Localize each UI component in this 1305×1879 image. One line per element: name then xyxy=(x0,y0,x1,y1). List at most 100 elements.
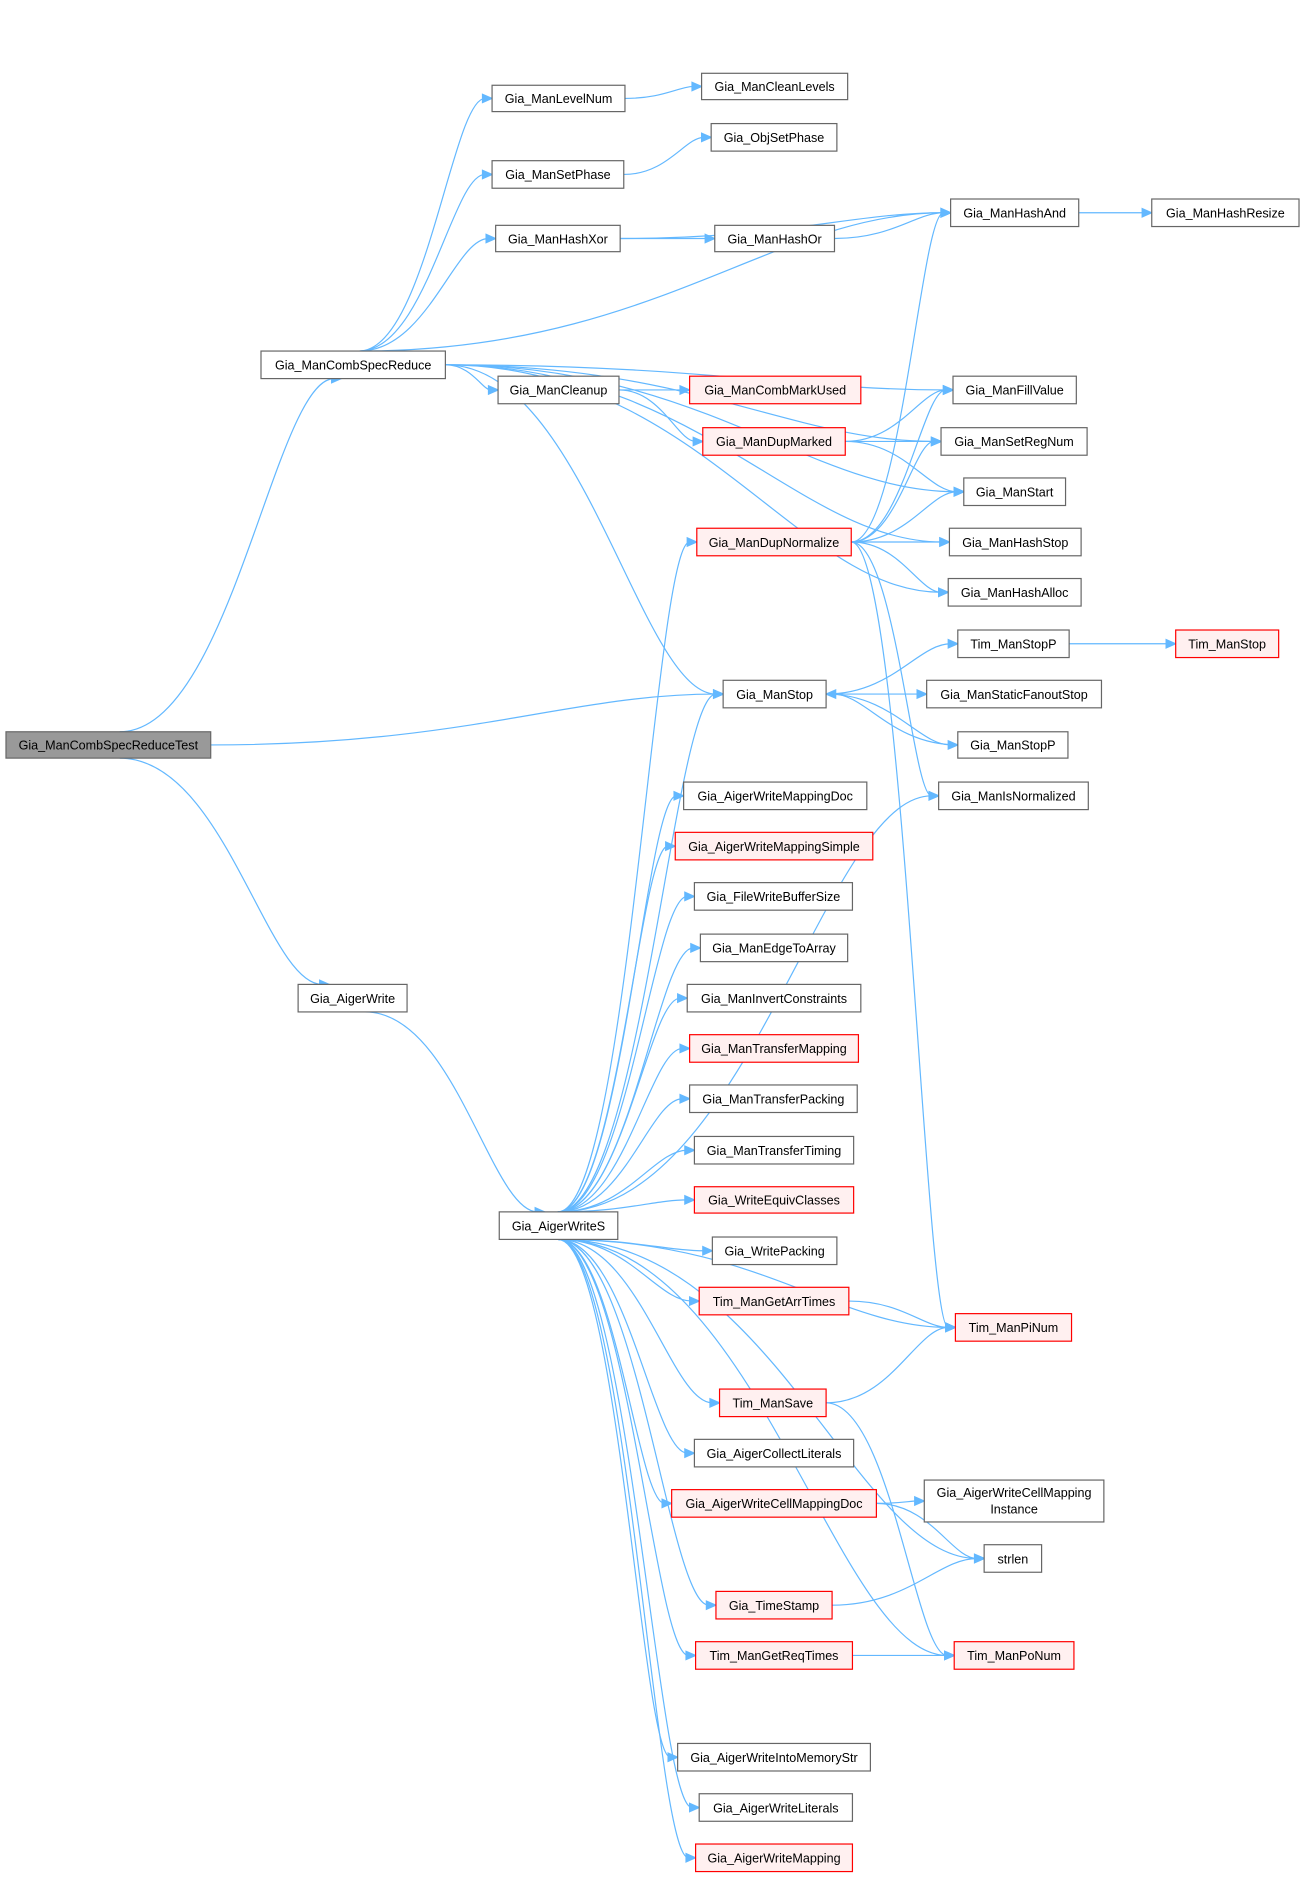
node-aigerwrite[interactable]: Gia_AigerWrite xyxy=(297,983,408,1013)
node-isnormalized[interactable]: Gia_ManIsNormalized xyxy=(938,781,1089,811)
node-wmappingsimple[interactable]: Gia_AigerWriteMappingSimple xyxy=(674,831,874,861)
node-aigerwrites[interactable]: Gia_AigerWriteS xyxy=(498,1211,619,1241)
node-label: Gia_ManDupMarked xyxy=(716,435,832,449)
node-csr[interactable]: Gia_ManCombSpecReduce xyxy=(260,350,446,380)
node-label: Gia_AigerWriteCellMapping xyxy=(937,1486,1092,1500)
call-edge xyxy=(359,173,485,352)
node-label-line2: Instance xyxy=(990,1503,1038,1517)
node-box xyxy=(695,1843,854,1873)
node-dupnormalize[interactable]: Gia_ManDupNormalize xyxy=(696,527,852,557)
node-writepacking[interactable]: Gia_WritePacking xyxy=(711,1236,838,1266)
node-objsetphase[interactable]: Gia_ObjSetPhase xyxy=(710,122,838,152)
node-edgetoarray[interactable]: Gia_ManEdgeToArray xyxy=(699,933,849,963)
node-getreqtimes[interactable]: Tim_ManGetReqTimes xyxy=(695,1641,854,1670)
node-start[interactable]: Gia_ManStart xyxy=(963,477,1067,507)
call-edge xyxy=(557,1238,671,1758)
arrow-head-icon xyxy=(1165,638,1178,649)
arrow-head-icon xyxy=(939,536,951,548)
node-label: Gia_ManLevelNum xyxy=(505,92,613,106)
node-box xyxy=(953,1641,1075,1670)
arrow-head-icon xyxy=(665,841,677,852)
node-box xyxy=(957,731,1069,759)
node-hashand[interactable]: Gia_ManHashAnd xyxy=(950,198,1080,228)
call-edge xyxy=(557,1238,949,1329)
node-timstop[interactable]: Tim_ManStop xyxy=(1175,629,1280,659)
node-box xyxy=(954,1313,1073,1342)
node-label: Gia_ManHashResize xyxy=(1166,207,1285,221)
node-box xyxy=(699,933,849,963)
node-hashalloc[interactable]: Gia_ManHashAlloc xyxy=(947,577,1082,607)
node-cleanlevels[interactable]: Gia_ManCleanLevels xyxy=(700,72,849,101)
node-box xyxy=(700,72,849,101)
node-box xyxy=(689,375,862,405)
node-writemapping[interactable]: Gia_AigerWriteMapping xyxy=(695,1843,854,1873)
node-timstopp[interactable]: Tim_ManStopP xyxy=(957,629,1070,659)
call-edge xyxy=(557,1238,713,1404)
node-cellmappingdoc[interactable]: Gia_AigerWriteCellMappingDoc xyxy=(671,1489,877,1518)
node-dupmarked[interactable]: Gia_ManDupMarked xyxy=(702,427,846,456)
node-label: Gia_AigerWriteCellMappingDoc xyxy=(685,1497,862,1511)
node-pinum[interactable]: Tim_ManPiNum xyxy=(954,1313,1073,1342)
node-getarrtimes[interactable]: Tim_ManGetArrTimes xyxy=(698,1286,850,1316)
node-collectlits[interactable]: Gia_AigerCollectLiterals xyxy=(693,1438,855,1468)
node-label: Tim_ManSave xyxy=(733,1397,814,1411)
node-hashstop[interactable]: Gia_ManHashStop xyxy=(948,527,1082,557)
node-writeequiv[interactable]: Gia_WriteEquivClasses xyxy=(693,1186,855,1214)
arrow-head-icon xyxy=(702,1245,714,1256)
node-label: Gia_ManHashXor xyxy=(508,232,608,246)
arrow-head-icon xyxy=(914,1495,926,1507)
arrow-head-icon xyxy=(481,93,494,104)
node-label: Gia_ObjSetPhase xyxy=(724,131,825,145)
node-manstop[interactable]: Gia_ManStop xyxy=(722,679,827,709)
node-label: Gia_ManCombSpecReduceTest xyxy=(19,739,199,753)
call-edge xyxy=(845,440,957,493)
node-label: Gia_ManHashOr xyxy=(727,232,821,246)
call-edge xyxy=(557,1238,665,1505)
node-box xyxy=(710,122,838,152)
node-hashresize[interactable]: Gia_ManHashResize xyxy=(1151,198,1300,228)
node-strlen[interactable]: strlen xyxy=(983,1544,1043,1573)
node-levelnum[interactable]: Gia_ManLevelNum xyxy=(491,84,626,113)
arrow-head-icon xyxy=(684,1145,696,1156)
node-hashxor[interactable]: Gia_ManHashXor xyxy=(495,224,621,253)
node-hashor[interactable]: Gia_ManHashOr xyxy=(714,224,836,253)
node-filewritebuf[interactable]: Gia_FileWriteBufferSize xyxy=(693,882,854,911)
node-transfermapping[interactable]: Gia_ManTransferMapping xyxy=(689,1034,860,1063)
call-edge xyxy=(851,212,944,543)
call-edge xyxy=(557,1238,693,1809)
node-timestamp[interactable]: Gia_TimeStamp xyxy=(715,1590,833,1620)
node-manstopp[interactable]: Gia_ManStopP xyxy=(957,731,1069,759)
node-label: Tim_ManPoNum xyxy=(967,1649,1061,1663)
node-staticfanoutstop[interactable]: Gia_ManStaticFanoutStop xyxy=(926,679,1103,709)
node-transferpacking[interactable]: Gia_ManTransferPacking xyxy=(689,1084,858,1114)
arrow-head-icon xyxy=(685,1650,698,1661)
node-box xyxy=(695,1641,854,1670)
arrow-head-icon xyxy=(487,384,500,396)
call-edge xyxy=(623,136,705,176)
node-setregnum[interactable]: Gia_ManSetRegNum xyxy=(940,427,1088,456)
node-fillvalue[interactable]: Gia_ManFillValue xyxy=(952,375,1077,405)
node-wmappingdoc[interactable]: Gia_AigerWriteMappingDoc xyxy=(683,781,868,811)
node-intomemstr[interactable]: Gia_AigerWriteIntoMemoryStr xyxy=(677,1742,871,1772)
arrow-head-icon xyxy=(945,1322,957,1333)
node-label: Gia_AigerWriteS xyxy=(512,1219,605,1233)
node-mansave[interactable]: Tim_ManSave xyxy=(718,1388,827,1418)
arrow-head-icon xyxy=(684,1448,696,1459)
node-box xyxy=(983,1544,1043,1573)
node-transfertiming[interactable]: Gia_ManTransferTiming xyxy=(693,1135,855,1165)
node-box xyxy=(938,781,1089,811)
node-cleanup[interactable]: Gia_ManCleanup xyxy=(497,375,620,405)
node-setphase[interactable]: Gia_ManSetPhase xyxy=(491,160,625,189)
node-invertconstr[interactable]: Gia_ManInvertConstraints xyxy=(686,983,862,1013)
node-ponum[interactable]: Tim_ManPoNum xyxy=(953,1641,1075,1670)
node-test[interactable]: Gia_ManCombSpecReduceTest xyxy=(5,731,212,759)
call-edge xyxy=(826,643,951,695)
arrow-head-icon xyxy=(689,1295,701,1307)
node-label: Gia_FileWriteBufferSize xyxy=(707,890,841,904)
node-writeliterals[interactable]: Gia_AigerWriteLiterals xyxy=(698,1793,854,1822)
node-box xyxy=(495,224,621,253)
node-box xyxy=(952,375,1077,405)
node-combmarkused[interactable]: Gia_ManCombMarkUsed xyxy=(689,375,862,405)
call-edge xyxy=(851,491,957,543)
